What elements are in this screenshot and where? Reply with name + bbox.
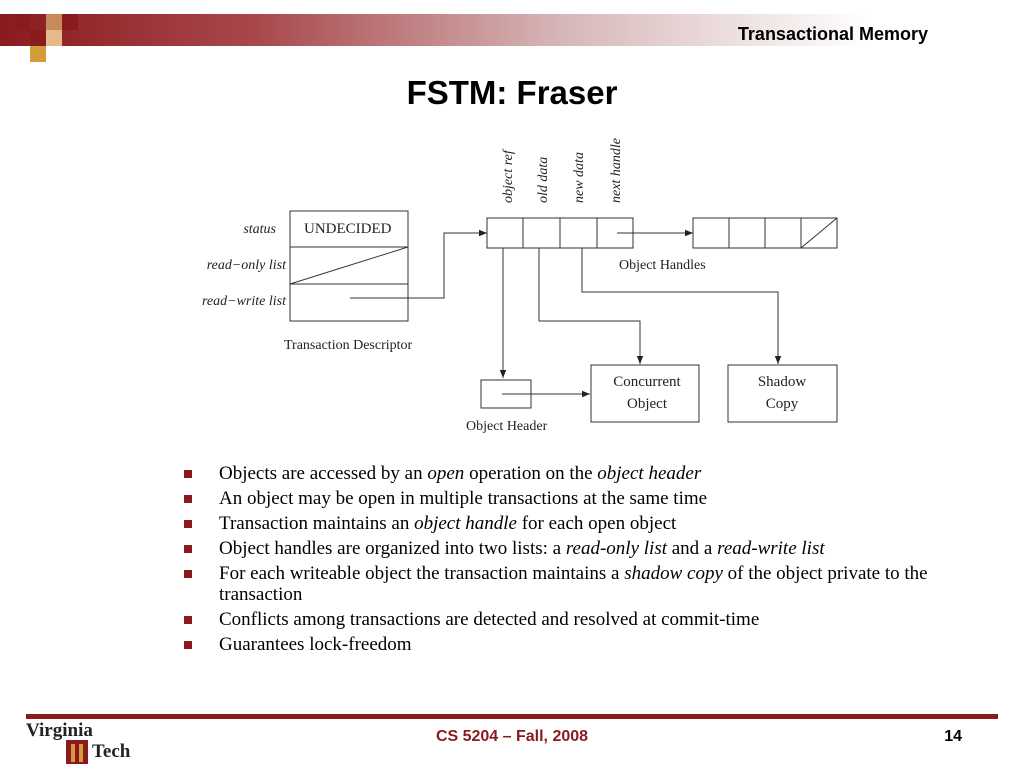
bullet-text: object handle — [414, 513, 517, 534]
bullet-text: Conflicts among transactions are detecte… — [219, 609, 760, 630]
svg-text:Tech: Tech — [92, 741, 131, 762]
bullet-marker-icon — [184, 520, 192, 528]
footer-course: CS 5204 – Fall, 2008 — [435, 728, 589, 745]
bullet-text: of the object private to the transaction — [219, 563, 928, 605]
concurrent-object-line1: Concurrent — [613, 374, 681, 390]
field-read-write-list: read−write list — [202, 294, 287, 309]
footer-line — [26, 714, 998, 719]
bullet-text: for each open object — [516, 513, 677, 534]
field-read-only-list: read−only list — [207, 258, 287, 273]
bullet-text: read-only list — [565, 538, 667, 559]
page-number: 14 — [944, 728, 962, 745]
bullet-marker-icon — [184, 470, 192, 478]
bullet-text: open — [427, 463, 465, 484]
header-topic: Transactional Memory — [737, 24, 928, 44]
bullet-text: Object handles are organized into two li… — [219, 538, 566, 559]
bullet-text: operation on the — [464, 463, 598, 484]
bullet-text: Guarantees lock-freedom — [219, 634, 412, 655]
bullet-text: For each writeable object the transactio… — [219, 563, 625, 584]
transaction-descriptor-label: Transaction Descriptor — [284, 338, 413, 353]
bullet-text: Objects are accessed by an — [219, 463, 428, 484]
header-band — [0, 14, 1024, 46]
bullet-item: Conflicts among transactions are detecte… — [182, 609, 942, 630]
col-label-next-handle: next handle — [609, 138, 624, 203]
bullet-text: Transaction maintains an — [219, 513, 415, 534]
bullet-list: Objects are accessed by an open operatio… — [182, 463, 942, 659]
bullet-item: Objects are accessed by an open operatio… — [182, 463, 942, 484]
object-handles-label: Object Handles — [619, 258, 706, 273]
slide-title: FSTM: Fraser — [406, 74, 618, 111]
col-label-object-ref: object ref — [501, 148, 516, 203]
bullet-marker-icon — [184, 545, 192, 553]
shadow-copy-line1: Shadow — [758, 374, 807, 390]
bullet-marker-icon — [184, 495, 192, 503]
bullet-text: An object may be open in multiple transa… — [219, 488, 708, 509]
bullet-item: Transaction maintains an object handle f… — [182, 513, 942, 534]
shadow-copy-line2: Copy — [766, 396, 799, 412]
bullet-item: Object handles are organized into two li… — [182, 538, 942, 559]
shadow-copy-box — [727, 364, 838, 423]
bullet-text: and a — [667, 538, 718, 559]
concurrent-object-line2: Object — [627, 396, 668, 412]
object-header-label: Object Header — [466, 419, 548, 434]
bullet-marker-icon — [184, 616, 192, 624]
col-label-new-data: new data — [572, 152, 587, 203]
concurrent-object-box — [590, 364, 700, 423]
bullet-marker-icon — [184, 570, 192, 578]
bullet-item: Guarantees lock-freedom — [182, 634, 942, 655]
bullet-item: An object may be open in multiple transa… — [182, 488, 942, 509]
bullet-text: read-write list — [717, 538, 825, 559]
col-label-old-data: old data — [536, 157, 551, 203]
bullet-text: object header — [597, 463, 702, 484]
transaction-descriptor-box — [289, 210, 409, 322]
bullet-item: For each writeable object the transactio… — [182, 563, 942, 605]
virginia-tech-logo: Virginia Tech — [24, 718, 144, 766]
svg-text:Virginia: Virginia — [26, 720, 93, 741]
bullet-marker-icon — [184, 641, 192, 649]
bullet-text: shadow copy — [624, 563, 723, 584]
status-value: UNDECIDED — [304, 221, 392, 237]
field-status: status — [243, 222, 276, 237]
fstm-diagram: object ref old data new data next handle… — [202, 138, 838, 434]
